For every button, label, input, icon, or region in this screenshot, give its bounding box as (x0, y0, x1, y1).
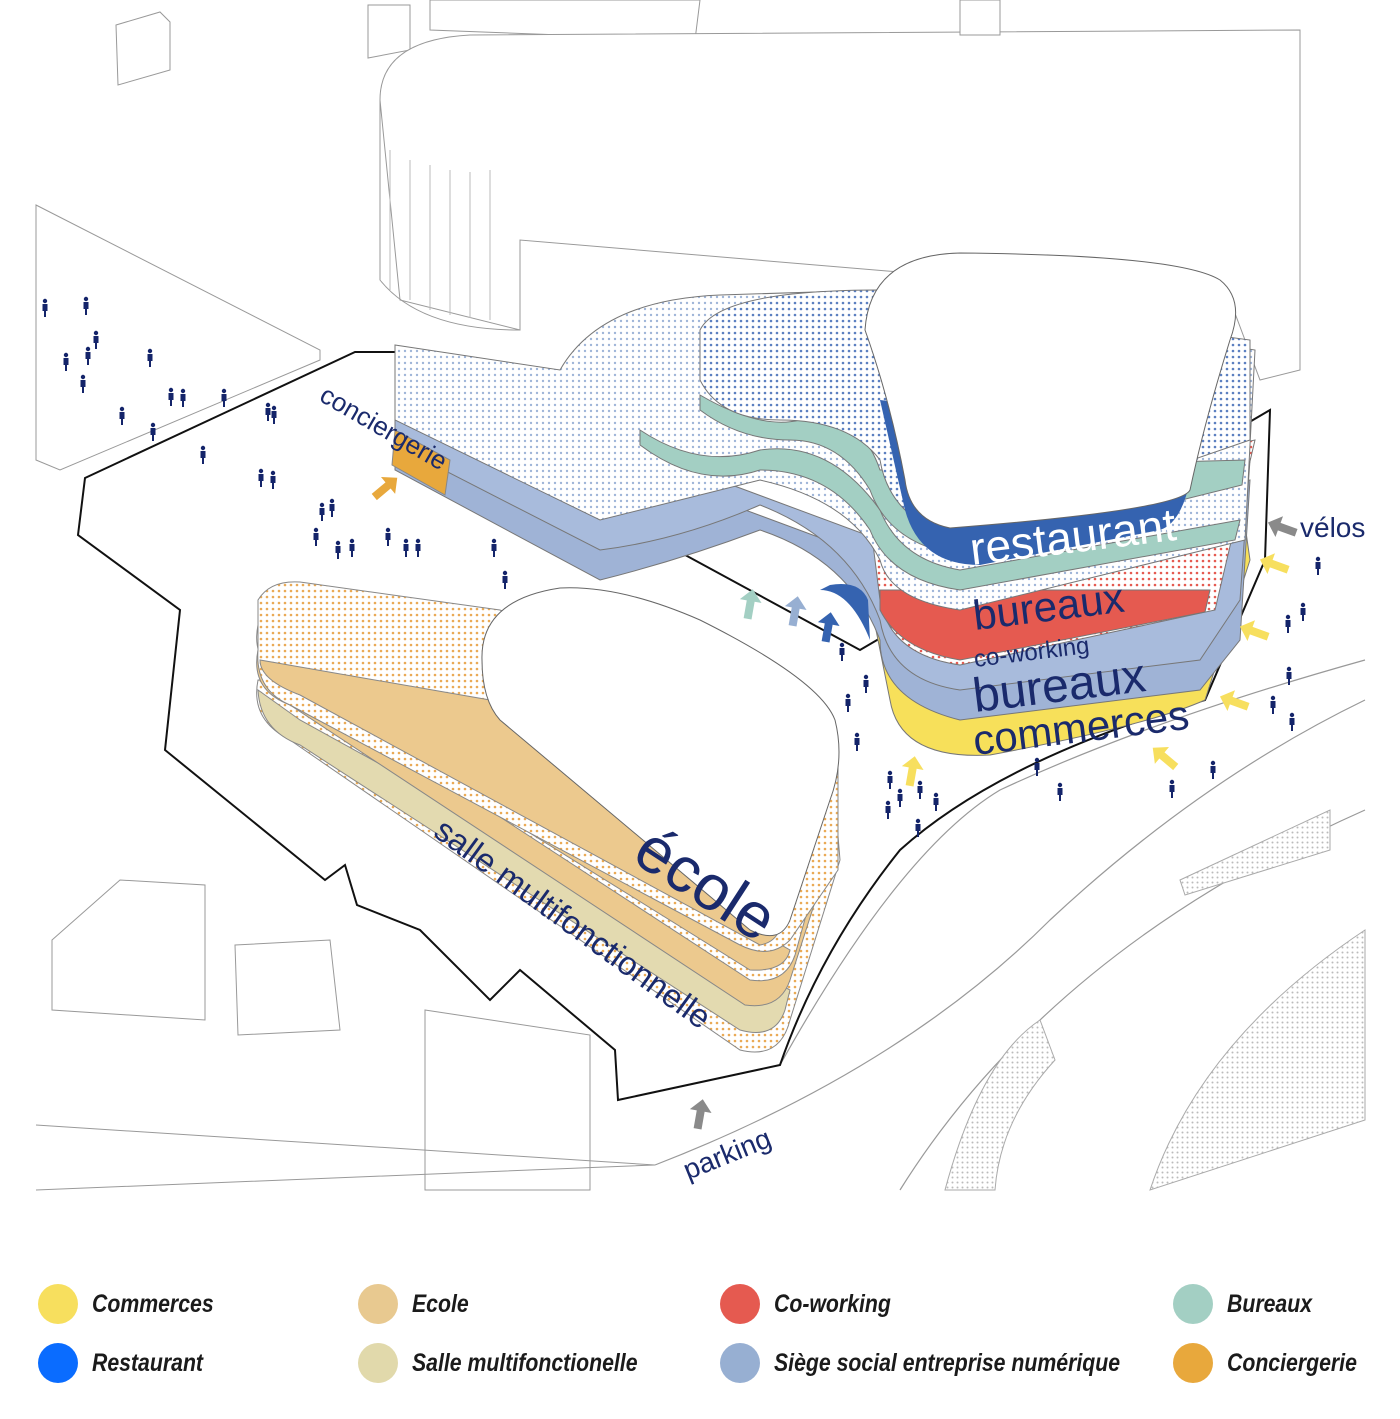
legend: Commerces Ecole Co-working Bureaux Resta… (0, 1280, 1400, 1405)
person-icon (271, 405, 277, 424)
legend-item-restaurant: Restaurant (38, 1341, 223, 1385)
legend-item-bureaux: Bureaux (1173, 1282, 1327, 1326)
ecole-swatch (358, 1284, 398, 1324)
legend-item-ecole: Ecole (358, 1282, 479, 1326)
legend-label: Co-working (774, 1289, 891, 1318)
people-figures (42, 296, 1321, 837)
conciergerie-block (391, 429, 451, 496)
access-arrow-icon (1267, 516, 1298, 537)
person-icon (147, 348, 153, 367)
person-icon (491, 538, 497, 557)
person-icon (319, 502, 325, 521)
green-area (944, 1019, 1056, 1191)
legend-label: Restaurant (92, 1348, 204, 1377)
access-arrow-icon (739, 589, 762, 620)
legend-label: Salle multifonctionelle (412, 1348, 638, 1377)
person-icon (258, 468, 264, 487)
legend-label: Siège social entreprise numérique (774, 1348, 1121, 1377)
person-icon (1034, 757, 1040, 776)
person-icon (385, 527, 391, 546)
person-icon (403, 538, 409, 557)
office-roof (864, 252, 1237, 529)
person-icon (1315, 556, 1321, 575)
legend-item-siege: Siège social entreprise numérique (720, 1341, 1181, 1385)
restaurant-swatch (38, 1343, 78, 1383)
person-icon (854, 732, 860, 751)
person-icon (415, 538, 421, 557)
person-icon (887, 770, 893, 789)
site-axonometric-diagram: conciergerie vélos parking école salle m… (35, 0, 1366, 1191)
person-icon (839, 642, 845, 661)
legend-item-coworking: Co-working (720, 1282, 912, 1326)
person-icon (83, 296, 89, 315)
legend-item-conciergerie: Conciergerie (1173, 1341, 1380, 1385)
ecole-roof (481, 587, 840, 937)
conciergerie-swatch (1173, 1343, 1213, 1383)
legend-label: Ecole (412, 1289, 469, 1318)
person-icon (1285, 614, 1291, 633)
access-arrow-icon (1219, 690, 1250, 711)
legend-item-commerces: Commerces (38, 1282, 235, 1326)
bureaux-band-1 (639, 429, 1241, 591)
person-icon (863, 674, 869, 693)
office-building (394, 252, 1256, 756)
siege-swatch (720, 1343, 760, 1383)
person-icon (915, 818, 921, 837)
access-arrow-icon (901, 756, 924, 787)
bureaux-swatch (1173, 1284, 1213, 1324)
person-icon (168, 387, 174, 406)
person-icon (180, 388, 186, 407)
green-area-2 (1149, 929, 1366, 1191)
legend-item-salle: Salle multifonctionelle (358, 1341, 677, 1385)
person-icon (63, 352, 69, 371)
access-arrow-icon (1259, 553, 1290, 574)
access-arrow-icon (784, 596, 807, 627)
person-icon (933, 792, 939, 811)
green-strip (1179, 809, 1331, 896)
label-velos: vélos (1300, 512, 1365, 543)
person-icon (200, 445, 206, 464)
person-icon (221, 388, 227, 407)
person-icon (1270, 695, 1276, 714)
person-icon (897, 788, 903, 807)
commerces-swatch (38, 1284, 78, 1324)
person-icon (1289, 712, 1295, 731)
legend-label: Conciergerie (1227, 1348, 1357, 1377)
person-icon (335, 540, 341, 559)
access-arrow-icon (1152, 747, 1179, 771)
person-icon (265, 402, 271, 421)
person-icon (80, 374, 86, 393)
person-icon (42, 298, 48, 317)
person-icon (1286, 666, 1292, 685)
person-icon (845, 693, 851, 712)
legend-label: Bureaux (1227, 1289, 1313, 1318)
person-icon (119, 406, 125, 425)
school-building (256, 581, 841, 1053)
person-icon (150, 422, 156, 441)
person-icon (1210, 760, 1216, 779)
person-icon (85, 346, 91, 365)
access-arrow-icon (689, 1099, 712, 1130)
access-arrow-icon (1239, 620, 1270, 641)
access-arrow-icon (817, 612, 840, 643)
person-icon (270, 470, 276, 489)
restaurant-gap (820, 584, 870, 640)
salle-swatch (358, 1343, 398, 1383)
person-icon (502, 570, 508, 589)
access-arrow-icon (371, 477, 398, 501)
person-icon (1300, 602, 1306, 621)
person-icon (1169, 779, 1175, 798)
context-buildings (35, 0, 1301, 1191)
person-icon (93, 330, 99, 349)
coworking-swatch (720, 1284, 760, 1324)
person-icon (885, 800, 891, 819)
person-icon (313, 527, 319, 546)
person-icon (329, 498, 335, 517)
person-icon (1057, 782, 1063, 801)
person-icon (917, 780, 923, 799)
person-icon (349, 538, 355, 557)
access-arrows (371, 477, 1298, 1130)
legend-label: Commerces (92, 1289, 214, 1318)
label-parking: parking (679, 1122, 776, 1185)
